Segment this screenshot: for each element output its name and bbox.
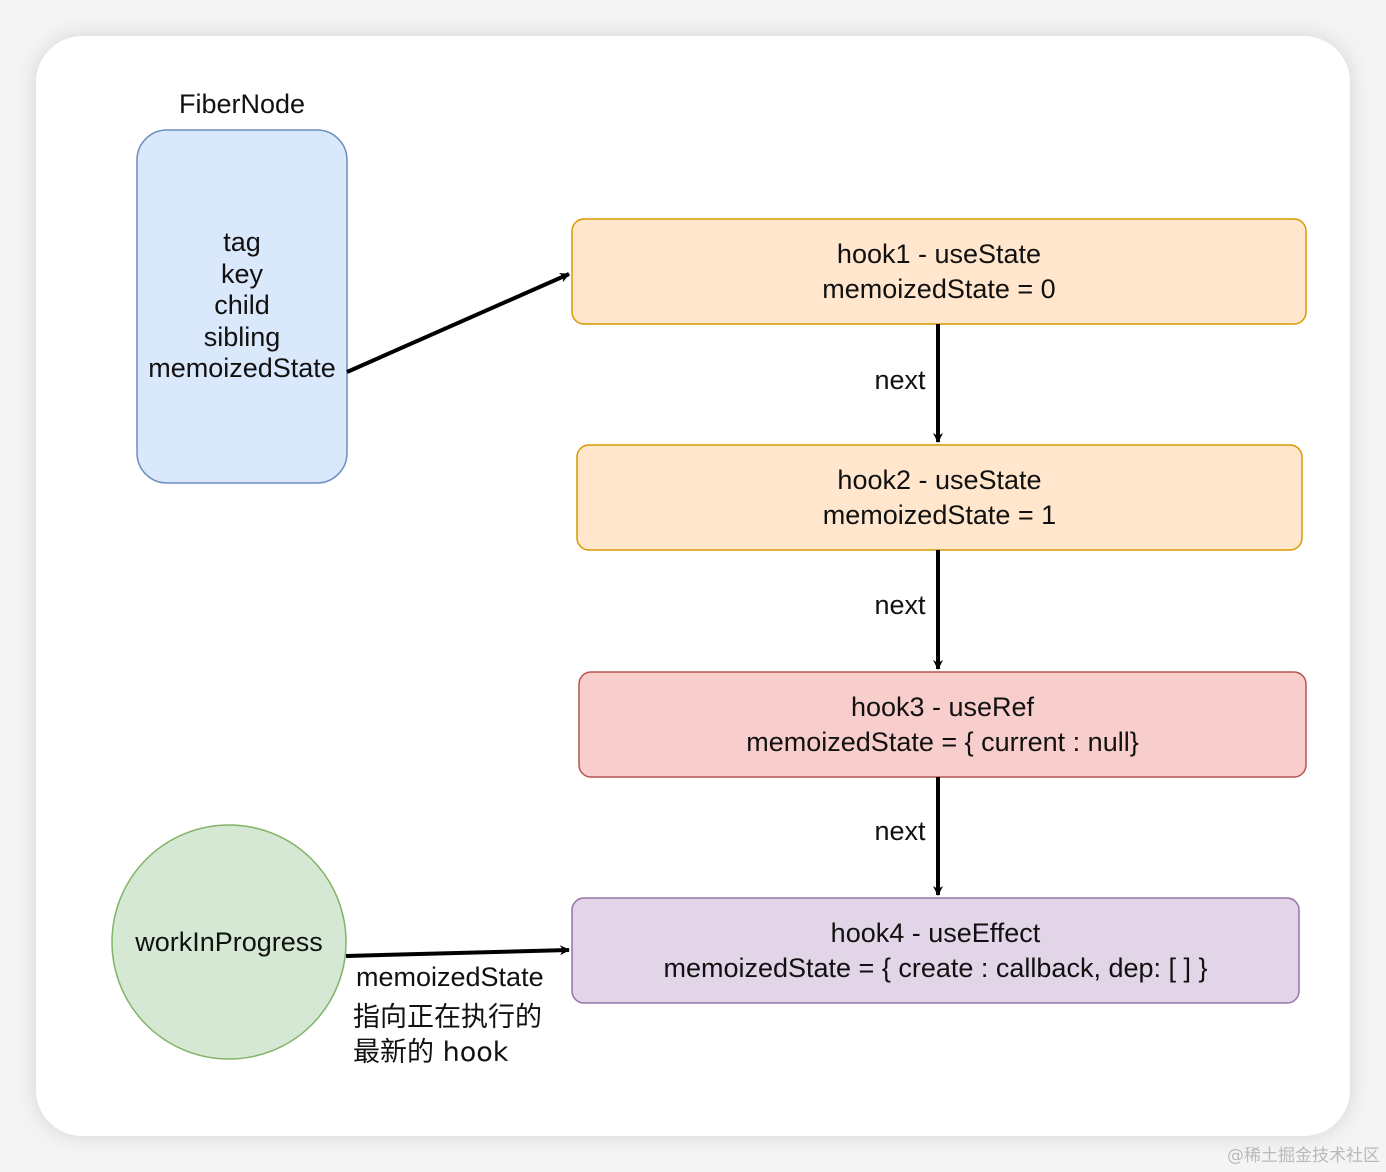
hook4-box [571, 897, 1300, 1004]
hook4-title: hook4 - useEffect [830, 917, 1041, 948]
fiber-field-tag: tag [223, 227, 261, 258]
fiber-to-hook1-arrow [346, 272, 570, 374]
hook3-state: memoizedState = { current : null} [746, 726, 1139, 757]
fiber-field-key: key [220, 258, 264, 289]
next-label-2: next [874, 590, 926, 620]
hook3-box [578, 671, 1307, 778]
hook2-title: hook2 - useState [837, 464, 1042, 495]
hook2-state: memoizedState = 1 [822, 499, 1057, 530]
hook4-state: memoizedState = { create : callback, dep… [663, 952, 1208, 983]
work-in-progress-node [111, 824, 347, 1060]
fiber-node-box [136, 129, 348, 484]
fiber-field-child: child [214, 290, 270, 321]
fiber-field-memoized-state: memoizedState [148, 353, 336, 384]
hook1-title: hook1 - useState [836, 238, 1042, 269]
next-label-3: next [874, 816, 926, 846]
hook2-label: hook2 - useState memoizedState = 1 [577, 445, 1302, 550]
wip-note-line2: 最新的 hook [353, 1037, 509, 1068]
next-label-1: next [874, 365, 926, 395]
fiber-node-fields: tag key child sibling memoizedState [137, 226, 347, 386]
watermark: @稀土掘金技术社区 [1227, 1146, 1380, 1166]
wip-edge-label: memoizedState [356, 962, 544, 992]
hook3-title: hook3 - useRef [850, 691, 1035, 722]
fiber-node-title: FiberNode [178, 89, 306, 119]
hook1-state: memoizedState = 0 [822, 273, 1056, 304]
hook4-label: hook4 - useEffect memoizedState = { crea… [572, 898, 1299, 1003]
fiber-field-sibling: sibling [203, 321, 281, 352]
wip-note-line1: 指向正在执行的 [353, 1002, 542, 1033]
hook1-label: hook1 - useState memoizedState = 0 [572, 219, 1306, 324]
hook3-label: hook3 - useRef memoizedState = { current… [579, 672, 1306, 777]
work-in-progress-label: workInProgress [135, 927, 323, 957]
wip-to-hook4-arrow [345, 945, 570, 958]
